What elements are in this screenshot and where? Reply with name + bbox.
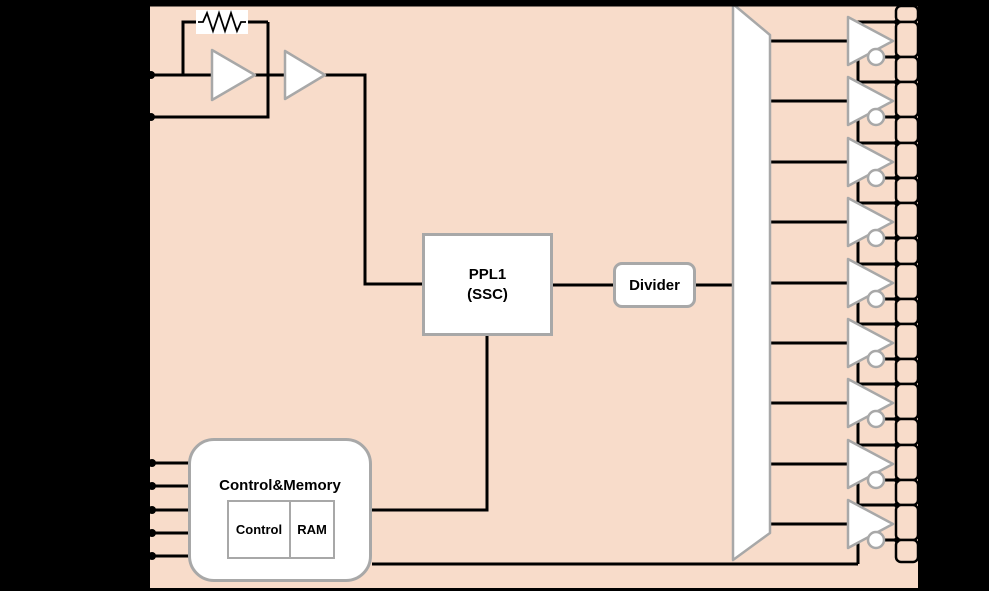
- control-input-pin: [148, 482, 156, 490]
- control-sub-block: Control: [229, 502, 291, 557]
- output-pin-pad: [894, 115, 920, 145]
- output-pin-pad: [894, 55, 920, 84]
- control-input-pin: [148, 459, 156, 467]
- output-pin-pad: [894, 236, 920, 266]
- output-pin: [894, 416, 900, 422]
- inversion-bubble-icon: [866, 289, 886, 309]
- output-pin: [894, 296, 900, 302]
- output-pin-pad: [894, 322, 920, 361]
- output-pin: [894, 114, 900, 120]
- output-pin: [894, 54, 900, 60]
- inversion-bubble-icon: [866, 349, 886, 369]
- output-pin-pad: [894, 176, 920, 205]
- inversion-bubble-icon: [866, 47, 886, 67]
- output-pin-pad: [894, 503, 920, 542]
- xin-pin: [147, 71, 155, 79]
- pll-label-line2: (SSC): [467, 285, 508, 303]
- control-memory-title: Control&Memory: [219, 477, 341, 494]
- resistor-zigzag: [198, 10, 246, 34]
- output-pin: [894, 321, 900, 327]
- output-pin: [894, 381, 900, 387]
- output-pin: [894, 442, 900, 448]
- inversion-bubble-icon: [866, 168, 886, 188]
- chip-top-border: [150, 0, 918, 7]
- output-pin-pad: [894, 538, 920, 564]
- output-pin-pad: [894, 262, 920, 301]
- control-input-pin: [148, 552, 156, 560]
- pll-to-control-wire: [372, 336, 489, 512]
- oscillator-to-pll-wire: [325, 73, 422, 286]
- output-pin-pad: [894, 141, 920, 180]
- output-pin: [894, 140, 900, 146]
- output-pin: [894, 537, 900, 543]
- oscillator-buffer-icon: [283, 49, 327, 101]
- control-memory-inner: Control RAM: [227, 500, 335, 559]
- output-pin: [894, 175, 900, 181]
- control-memory-block: Control&Memory Control RAM: [188, 438, 372, 582]
- inversion-bubble-icon: [866, 409, 886, 429]
- output-pin: [894, 19, 900, 25]
- output-pin-pad: [894, 443, 920, 482]
- output-pin-pad: [894, 417, 920, 447]
- control-input-pin: [148, 506, 156, 514]
- pll-block: PPL1 (SSC): [422, 233, 553, 336]
- output-pin-pad: [894, 382, 920, 421]
- divider-label: Divider: [629, 276, 680, 294]
- output-pin: [894, 356, 900, 362]
- output-pin: [894, 261, 900, 267]
- inversion-bubble-icon: [866, 470, 886, 490]
- output-pin: [894, 235, 900, 241]
- output-pin-pad: [894, 478, 920, 507]
- clock-mux-trapezoid: [731, 2, 772, 562]
- control-input-pin: [148, 529, 156, 537]
- pll-label-line1: PPL1: [468, 265, 507, 283]
- xout-wire: [150, 22, 270, 119]
- output-pin: [894, 477, 900, 483]
- output-pin: [894, 502, 900, 508]
- output-pin-pad: [894, 20, 920, 59]
- oscillator-inverter-icon: [210, 48, 257, 102]
- output-pin: [894, 79, 900, 85]
- xout-pin: [147, 113, 155, 121]
- output-pin-pad: [894, 4, 920, 24]
- inversion-bubble-icon: [866, 228, 886, 248]
- output-pin-pad: [894, 357, 920, 386]
- resistor-icon: [196, 10, 248, 34]
- divider-block: Divider: [613, 262, 696, 308]
- output-pin-pad: [894, 80, 920, 119]
- output-pin-pad: [894, 201, 920, 240]
- output-pin: [894, 200, 900, 206]
- ram-sub-block: RAM: [297, 522, 327, 537]
- inversion-bubble-icon: [866, 530, 886, 550]
- inversion-bubble-icon: [866, 107, 886, 127]
- output-pin-pad: [894, 297, 920, 326]
